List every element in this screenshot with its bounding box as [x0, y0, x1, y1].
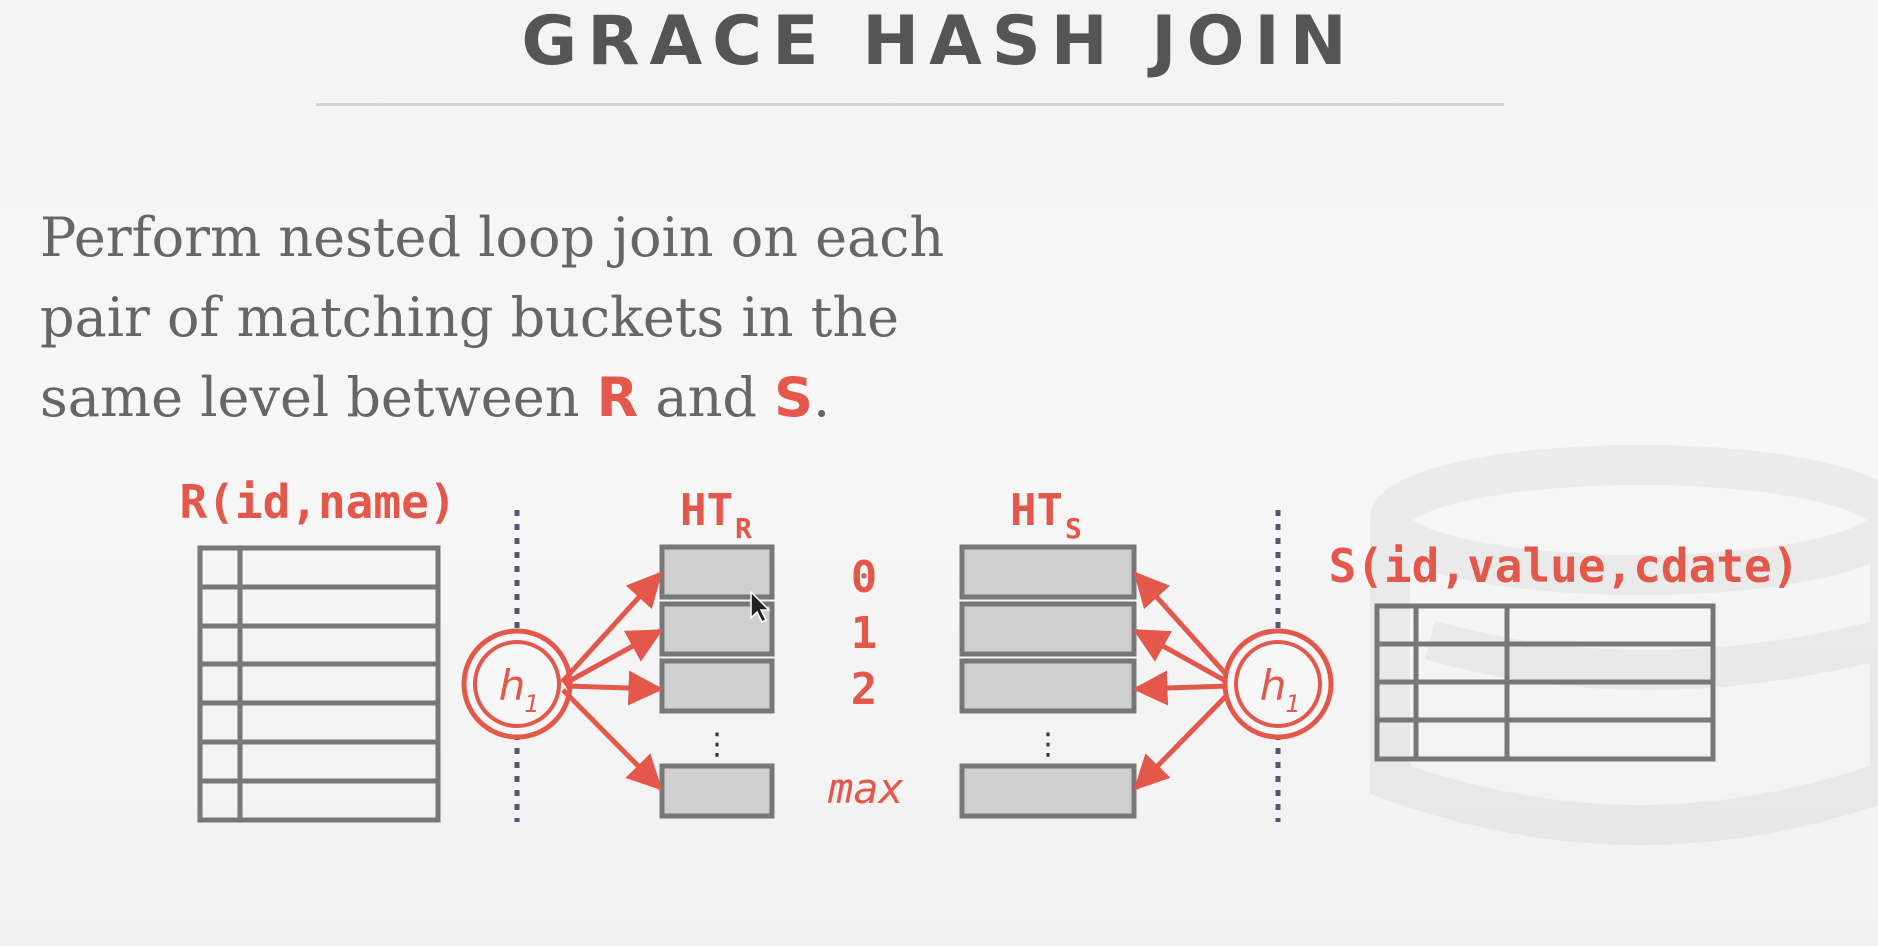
left-hash-label: h	[499, 661, 526, 710]
relation-r-highlight: R	[596, 366, 639, 429]
ht-s-buckets	[959, 544, 1137, 819]
ht-r-bucket	[659, 658, 775, 714]
right-hash-subscript: 1	[1285, 690, 1300, 718]
ht-s-main: HT	[1010, 485, 1063, 536]
r-table	[197, 545, 441, 823]
body-text-part-2: and	[638, 366, 775, 429]
right-hash-label: h	[1260, 661, 1287, 710]
ht-r-bucket	[659, 763, 775, 819]
ht-r-bucket	[659, 544, 775, 600]
bucket-labels: 0 1 2 max	[827, 552, 904, 813]
title-divider	[316, 103, 1504, 106]
bucket-label-1: 1	[851, 608, 878, 659]
left-hash-function-icon: h 1	[461, 628, 573, 740]
ht-s-subscript: S	[1065, 512, 1082, 545]
body-text-part-3: .	[813, 366, 831, 429]
relation-s-highlight: S	[774, 366, 814, 429]
ht-r-buckets	[659, 544, 775, 819]
ht-r-bucket	[659, 601, 775, 657]
ht-s-bucket	[959, 601, 1137, 657]
ht-r-label: HT R	[680, 485, 752, 545]
left-hash-subscript: 1	[524, 690, 539, 718]
right-hash-arrows	[1132, 571, 1235, 791]
bucket-label-0: 0	[851, 552, 878, 603]
ht-s-bucket	[959, 544, 1137, 600]
ht-s-label: HT S	[1010, 485, 1082, 545]
mouse-cursor-icon	[750, 590, 771, 624]
ht-r-ellipsis: ⋮	[702, 727, 732, 762]
ht-s-bucket	[959, 763, 1137, 819]
right-hash-function-icon: h 1	[1222, 628, 1334, 740]
s-table	[1374, 603, 1716, 762]
slide-body-text: Perform nested loop join on each pair of…	[40, 198, 970, 438]
bucket-label-max: max	[827, 764, 904, 813]
bucket-label-2: 2	[851, 664, 878, 715]
ht-r-main: HT	[680, 485, 733, 536]
ht-s-bucket	[959, 658, 1137, 714]
r-table-label: R(id,name)	[180, 475, 457, 529]
body-text-part-1: Perform nested loop join on each pair of…	[40, 206, 945, 429]
ht-s-ellipsis: ⋮	[1033, 727, 1063, 762]
left-hash-arrows	[560, 571, 664, 791]
slide-title: GRACE HASH JOIN	[521, 2, 1357, 81]
s-table-label: S(id,value,cdate)	[1329, 539, 1800, 593]
ht-r-subscript: R	[735, 512, 752, 545]
